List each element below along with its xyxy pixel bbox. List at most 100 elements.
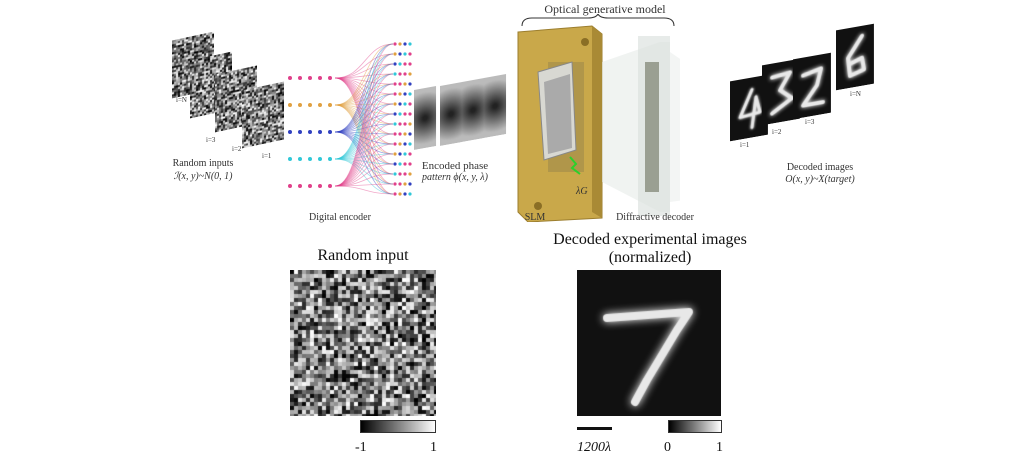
encoder-output-node — [393, 62, 397, 66]
encoder-node — [288, 130, 292, 134]
encoder-connection — [334, 73, 394, 133]
encoder-connection — [334, 77, 394, 95]
encoder-connection — [334, 77, 394, 185]
index-label: i=1 — [740, 141, 750, 149]
encoder-connection — [334, 104, 394, 125]
encoder-output-node — [408, 122, 412, 126]
encoder-connection — [334, 131, 394, 165]
encoder-connection — [334, 53, 394, 106]
encoder-output-node — [398, 132, 402, 136]
encoder-node — [318, 130, 322, 134]
encoder-connection — [334, 131, 394, 185]
index-label: i=1 — [262, 152, 272, 160]
index-label: i=N — [850, 90, 861, 98]
encoder-connection — [334, 185, 394, 195]
encoder-output-node — [403, 62, 407, 66]
encoder-connection — [334, 73, 394, 106]
encoder-output-node — [408, 72, 412, 76]
encoder-connection — [334, 113, 394, 160]
encoder-output-node — [403, 72, 407, 76]
encoder-connection — [334, 104, 394, 135]
encoder-connection — [334, 53, 394, 187]
encoder-connection — [334, 43, 394, 133]
encoder-connection — [334, 73, 394, 160]
encoder-connection — [334, 93, 394, 160]
encoder-output-node — [408, 112, 412, 116]
encoder-connection — [334, 143, 394, 187]
encoder-connection — [334, 63, 394, 79]
colorbar-left — [360, 420, 436, 433]
encoder-node — [318, 103, 322, 107]
encoder-output-node — [408, 162, 412, 166]
digital-encoder-label: Digital encoder — [309, 212, 371, 223]
encoder-node — [308, 184, 312, 188]
encoder-connection — [334, 113, 394, 133]
encoder-output-node — [403, 162, 407, 166]
encoder-connection — [334, 143, 394, 160]
encoder-connection — [334, 131, 394, 175]
encoder-output-node — [398, 182, 402, 186]
encoder-output-node — [393, 112, 397, 116]
encoder-output-node — [408, 62, 412, 66]
digital-encoder-network — [288, 42, 412, 196]
encoder-connection — [334, 103, 394, 187]
index-label: i=3 — [805, 118, 815, 126]
encoder-connection — [334, 93, 394, 187]
encoder-output-node — [403, 112, 407, 116]
encoder-connection — [334, 93, 394, 106]
encoder-connection — [334, 173, 394, 187]
random-inputs-label: Random inputs — [172, 158, 234, 169]
encoder-connection — [334, 73, 394, 187]
encoder-connection — [334, 104, 394, 155]
encoder-connection — [334, 43, 394, 106]
encoder-connection — [334, 83, 394, 133]
encoder-connection — [334, 77, 394, 145]
encoder-connection — [334, 133, 394, 187]
encoder-output-node — [403, 182, 407, 186]
encoder-output-node — [403, 152, 407, 156]
encoder-node — [318, 184, 322, 188]
encoder-connection — [334, 77, 394, 105]
colorbar-min-label: 0 — [664, 440, 671, 455]
phase-pattern-1 — [484, 74, 506, 138]
encoder-connection — [334, 153, 394, 160]
encoder-node — [328, 157, 332, 161]
encoder-output-node — [393, 72, 397, 76]
phase-pattern-n — [414, 86, 436, 150]
encoder-node — [288, 184, 292, 188]
diagram-header: Optical generative model — [544, 2, 666, 16]
encoder-connection — [334, 77, 394, 155]
encoder-output-node — [403, 102, 407, 106]
encoder-node — [298, 184, 302, 188]
encoder-connection — [334, 133, 394, 160]
encoder-node — [328, 184, 332, 188]
encoder-output-node — [393, 52, 397, 56]
encoder-connection — [334, 183, 394, 187]
encoder-output-node — [398, 122, 402, 126]
encoder-node — [308, 103, 312, 107]
encoder-output-node — [403, 132, 407, 136]
encoder-connection — [334, 77, 394, 165]
slm-device — [517, 25, 680, 222]
encoder-node — [308, 130, 312, 134]
encoder-connection — [334, 83, 394, 187]
index-label: i=2 — [232, 145, 242, 153]
encoder-node — [298, 103, 302, 107]
encoder-connection — [334, 43, 394, 160]
encoder-output-node — [408, 42, 412, 46]
wavelength-label: λG — [576, 186, 588, 197]
encoder-node — [298, 76, 302, 80]
encoder-node — [308, 76, 312, 80]
encoder-connection — [334, 123, 394, 160]
encoder-output-node — [398, 192, 402, 196]
encoder-output-node — [403, 172, 407, 176]
encoder-node — [288, 157, 292, 161]
encoder-output-node — [393, 182, 397, 186]
encoder-connection — [334, 63, 394, 187]
encoder-output-node — [398, 112, 402, 116]
encoder-connection — [334, 158, 394, 195]
encoder-connection — [334, 77, 394, 135]
brace — [521, 14, 675, 27]
encoder-connection — [334, 103, 394, 106]
colorbar-min-label: -1 — [355, 440, 367, 455]
